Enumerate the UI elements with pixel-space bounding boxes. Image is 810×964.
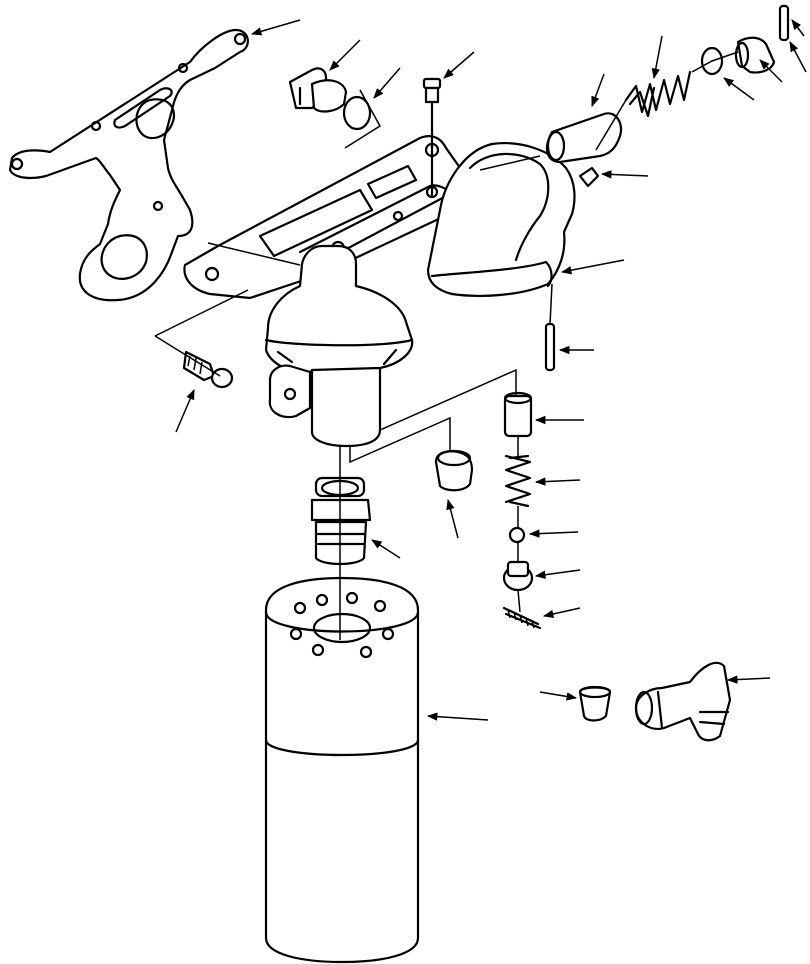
- gasket: [8, 28, 249, 302]
- filter-head: [183, 135, 576, 448]
- sleeve-upper: [545, 112, 623, 164]
- small-screw-top: [422, 77, 442, 198]
- filter-cartridge: [264, 576, 420, 964]
- elbow-fitting: [634, 661, 732, 742]
- cap-plug: [434, 449, 474, 492]
- center-lines: [154, 51, 739, 640]
- valve-plug-lower: [502, 560, 534, 592]
- roll-pin-lower: [502, 606, 542, 630]
- plug-fitting: [288, 67, 348, 113]
- adapter-nipple: [310, 476, 372, 566]
- leader-arrows: [175, 19, 807, 721]
- roll-pin-upper: [778, 4, 790, 42]
- bolt-lower-left: [182, 350, 234, 389]
- sleeve-lower: [503, 391, 533, 438]
- o-ring-top: [342, 95, 372, 131]
- screw-right: [578, 166, 600, 188]
- o-ring-lower: [508, 526, 526, 544]
- spring-lower: [504, 454, 532, 508]
- spring-upper: [624, 70, 692, 118]
- reducer-bushing: [578, 685, 612, 722]
- o-ring-upper: [700, 46, 724, 76]
- pin: [544, 322, 556, 372]
